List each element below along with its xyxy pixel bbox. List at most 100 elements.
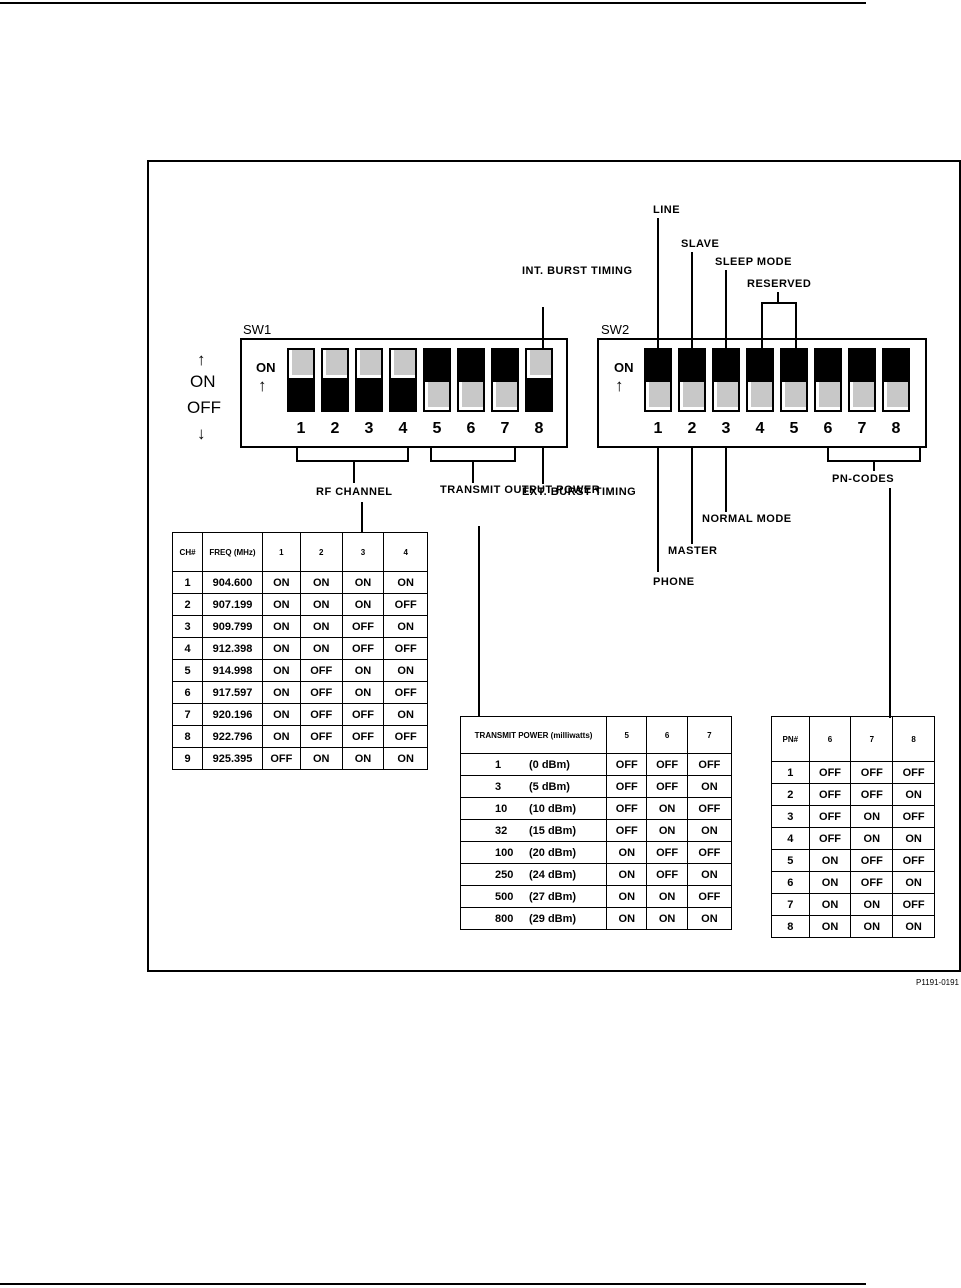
sw2-switch-number: 1: [653, 420, 663, 437]
power_table-cell: OFF: [606, 797, 648, 820]
sw1-switch-5-bottom: [423, 380, 451, 412]
sw1-switch-3[interactable]: [355, 348, 383, 412]
pn_table-cell: OFF: [892, 805, 935, 828]
sw2-switch-8-bottom: [882, 380, 910, 412]
sw1-switch-3-top: [355, 348, 383, 380]
sw1-switch-7[interactable]: [491, 348, 519, 412]
pn_table-header-cell: PN#: [771, 716, 810, 762]
sw2-switch-4[interactable]: [746, 348, 774, 412]
sw1-switch-8[interactable]: [525, 348, 553, 412]
power_table-dbm: (5 dBm): [529, 780, 570, 793]
rf_table-cell: OFF: [383, 725, 428, 748]
power_table-cell: OFF: [646, 775, 688, 798]
sw2-switch-1[interactable]: [644, 348, 672, 412]
ext-burst-line: [542, 448, 544, 484]
rf_table-header-cell: FREQ (MHz): [202, 532, 263, 572]
rf-bracket-stem: [353, 461, 355, 483]
rf_table-cell: 8: [171, 725, 204, 748]
power_table-power-cell: 32(15 dBm): [459, 819, 608, 842]
sw1-switch-4-top: [389, 348, 417, 380]
rf_table-cell: 907.199: [202, 593, 263, 616]
reserved-bracket-l: [761, 302, 763, 348]
pn_table-cell: ON: [892, 783, 935, 806]
power_table-mw: 500: [495, 890, 514, 903]
sw2-switch-6[interactable]: [814, 348, 842, 412]
rf_table-cell: ON: [299, 637, 343, 660]
rf_table-cell: OFF: [341, 703, 385, 726]
sw2-switch-2[interactable]: [678, 348, 706, 412]
power_table-cell: ON: [606, 907, 648, 930]
sw2-switch-3[interactable]: [712, 348, 740, 412]
sw1-switch-number: 2: [330, 420, 340, 437]
sw2-switch-7-bottom: [848, 380, 876, 412]
sw2-switch-8-top: [882, 348, 910, 380]
pn_table-cell: OFF: [850, 849, 894, 872]
rf_table-cell: 4: [171, 637, 204, 660]
rf_table-cell: 6: [171, 681, 204, 704]
sw1-switch-2[interactable]: [321, 348, 349, 412]
sw1-switch-4[interactable]: [389, 348, 417, 412]
tx-bracket-stem: [472, 461, 474, 483]
sw1-switch-number: 7: [500, 420, 510, 437]
power_table-cell: ON: [606, 841, 648, 864]
sw2-switch-7[interactable]: [848, 348, 876, 412]
pn_table-cell: ON: [892, 915, 935, 938]
sw2-switch-8[interactable]: [882, 348, 910, 412]
phone-leader: [657, 448, 659, 572]
legend-down-arrow: ↓: [197, 424, 206, 443]
rf_table-cell: 904.600: [202, 571, 263, 594]
power_table-power-cell: 3(5 dBm): [459, 775, 608, 798]
pn_table-cell: OFF: [850, 783, 894, 806]
sw1-switch-5[interactable]: [423, 348, 451, 412]
rf_table-cell: 922.796: [202, 725, 263, 748]
sw2-switch-4-top: [746, 348, 774, 380]
power_table-mw: 10: [495, 802, 508, 815]
sw2-switch-5-bottom: [780, 380, 808, 412]
pn_table-cell: OFF: [808, 827, 852, 850]
rf_table-cell: OFF: [383, 593, 428, 616]
power_table-cell: ON: [686, 907, 733, 930]
rf_table-header-cell: 2: [299, 532, 343, 572]
sw1-switch-7-bottom: [491, 380, 519, 412]
pn_table-cell: ON: [892, 871, 935, 894]
rf_table-cell: ON: [383, 747, 428, 770]
power_table-cell: OFF: [646, 841, 688, 864]
rf_table-cell: ON: [341, 747, 385, 770]
sw2-switch-5-top: [780, 348, 808, 380]
power_table-cell: OFF: [686, 841, 733, 864]
pn-bracket-stem: [873, 461, 875, 471]
rf-bracket-h: [296, 460, 408, 462]
legend-up-arrow: ↑: [197, 350, 206, 369]
power_table-cell: ON: [646, 797, 688, 820]
sw1-switch-5-top: [423, 348, 451, 380]
power_table-power-cell: 250(24 dBm): [459, 863, 608, 886]
power_table-dbm: (10 dBm): [529, 802, 577, 815]
sw1-switch-6[interactable]: [457, 348, 485, 412]
sw2-switch-5[interactable]: [780, 348, 808, 412]
pn_table-cell: OFF: [850, 761, 894, 784]
normal-leader: [725, 448, 727, 512]
pn_table-cell: 1: [771, 761, 810, 784]
pn_table-cell: ON: [808, 915, 852, 938]
power_table-cell: OFF: [646, 863, 688, 886]
sw1-switch-1[interactable]: [287, 348, 315, 412]
power_table-cell: ON: [646, 819, 688, 842]
rf_table-cell: ON: [261, 725, 301, 748]
sw2-switch-number: 2: [687, 420, 697, 437]
sw1-switch-number: 6: [466, 420, 476, 437]
power_table-cell: OFF: [686, 797, 733, 820]
pn_table-header-cell: 8: [892, 716, 935, 762]
power_table-cell: ON: [646, 885, 688, 908]
sw2-switch-number: 3: [721, 420, 731, 437]
